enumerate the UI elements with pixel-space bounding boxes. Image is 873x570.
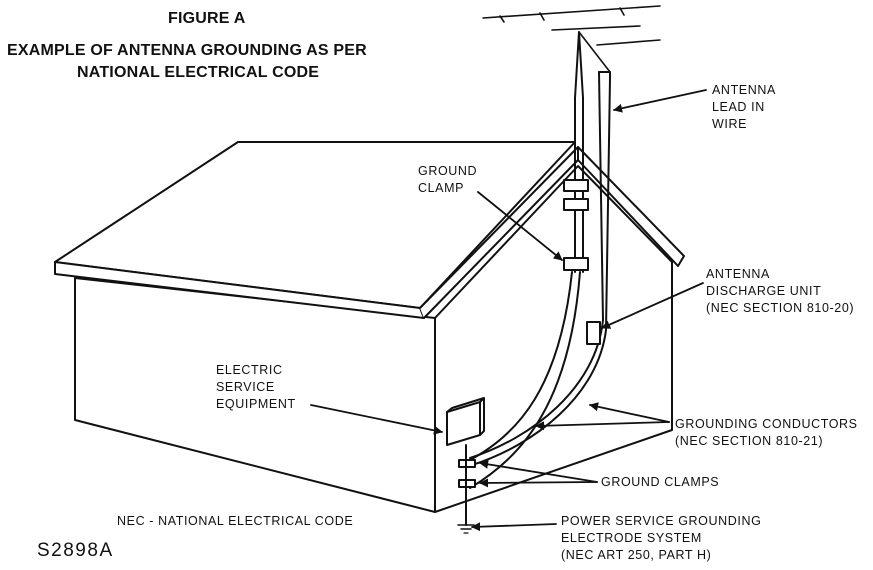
label-line: GROUND (418, 164, 478, 178)
electric-service-box (446, 397, 485, 446)
label-power-service-grounding: POWER SERVICE GROUNDING ELECTRODE SYSTEM… (561, 513, 761, 564)
label-antenna-discharge-unit: ANTENNA DISCHARGE UNIT (NEC SECTION 810-… (706, 266, 854, 317)
label-line: GROUND CLAMPS (601, 475, 720, 489)
label-line: DISCHARGE UNIT (706, 284, 822, 298)
label-nec-note: NEC - NATIONAL ELECTRICAL CODE (117, 514, 354, 528)
label-line: GROUNDING CONDUCTORS (675, 417, 858, 431)
arrow-ground-clamp (477, 191, 563, 261)
label-ground-clamp: GROUND CLAMP (418, 163, 477, 197)
antenna-elements (482, 5, 661, 73)
label-electric-service-equipment: ELECTRIC SERVICE EQUIPMENT (216, 362, 296, 413)
grounding-conductors (465, 271, 581, 489)
label-line: ELECTRODE SYSTEM (561, 531, 702, 545)
label-grounding-conductors: GROUNDING CONDUCTORS (NEC SECTION 810-21… (675, 416, 858, 450)
label-line: POWER SERVICE GROUNDING (561, 514, 762, 528)
figure-title: FIGURE A (168, 10, 246, 27)
label-line: (NEC ART 250, PART H) (561, 548, 712, 562)
arrow-electric-service (310, 404, 443, 435)
antenna-discharge-unit (586, 321, 601, 345)
house-side-wall (434, 165, 673, 513)
roof (54, 141, 685, 319)
label-line: LEAD IN (712, 100, 765, 114)
arrow-antenna-lead (613, 89, 707, 113)
label-ground-clamps: GROUND CLAMPS (601, 474, 719, 491)
arrow-grounding-conductor-2 (535, 421, 670, 431)
label-line: ANTENNA (712, 83, 776, 97)
label-line: (NEC SECTION 810-21) (675, 434, 824, 448)
mast-brackets (563, 179, 589, 271)
label-line: EQUIPMENT (216, 397, 296, 411)
label-line: SERVICE (216, 380, 275, 394)
callout-arrows (310, 89, 707, 532)
arrow-power-service (471, 522, 557, 532)
arrow-grounding-conductor-1 (589, 402, 670, 423)
label-line: ELECTRIC (216, 363, 283, 377)
figure-subtitle-line1: EXAMPLE OF ANTENNA GROUNDING AS PER (7, 42, 367, 59)
label-antenna-lead-in-wire: ANTENNA LEAD IN WIRE (712, 82, 776, 133)
figure-subtitle-line2: NATIONAL ELECTRICAL CODE (77, 64, 320, 81)
arrow-discharge-unit (601, 282, 704, 329)
figure-code: S2898A (37, 540, 114, 561)
label-line: ANTENNA (706, 267, 770, 281)
label-line: (NEC SECTION 810-20) (706, 301, 855, 315)
arrow-ground-clamp-1 (479, 459, 598, 483)
arrow-ground-clamp-2 (479, 478, 598, 488)
label-line: WIRE (712, 117, 748, 131)
label-line: CLAMP (418, 181, 465, 195)
